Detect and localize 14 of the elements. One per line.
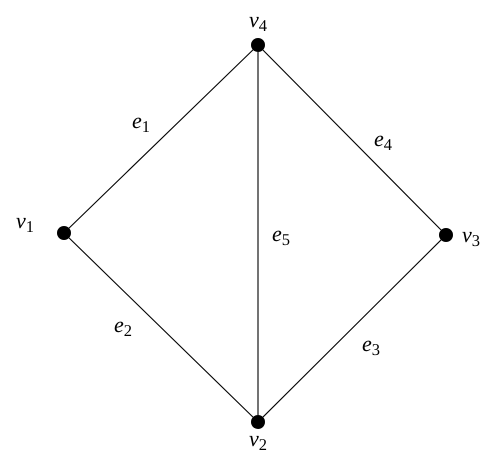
vertex-label: v$_{1}$ (16, 210, 34, 232)
edge-label: e$_{4}$ (374, 128, 392, 150)
edge-line (262, 240, 442, 418)
edge-line (68, 49, 254, 229)
edge-label: e$_{5}$ (272, 223, 290, 245)
edge-line (257, 52, 259, 415)
vertex-label: v$_{4}$ (249, 9, 267, 31)
edge-label: e$_{2}$ (114, 314, 132, 336)
edge-line (262, 50, 442, 230)
vertex-label: v$_{3}$ (462, 224, 480, 246)
edge-line (68, 238, 254, 418)
vertex-label: v$_{2}$ (249, 428, 267, 450)
edge-label: e$_{3}$ (362, 333, 380, 355)
edge-label: e$_{1}$ (132, 110, 150, 132)
